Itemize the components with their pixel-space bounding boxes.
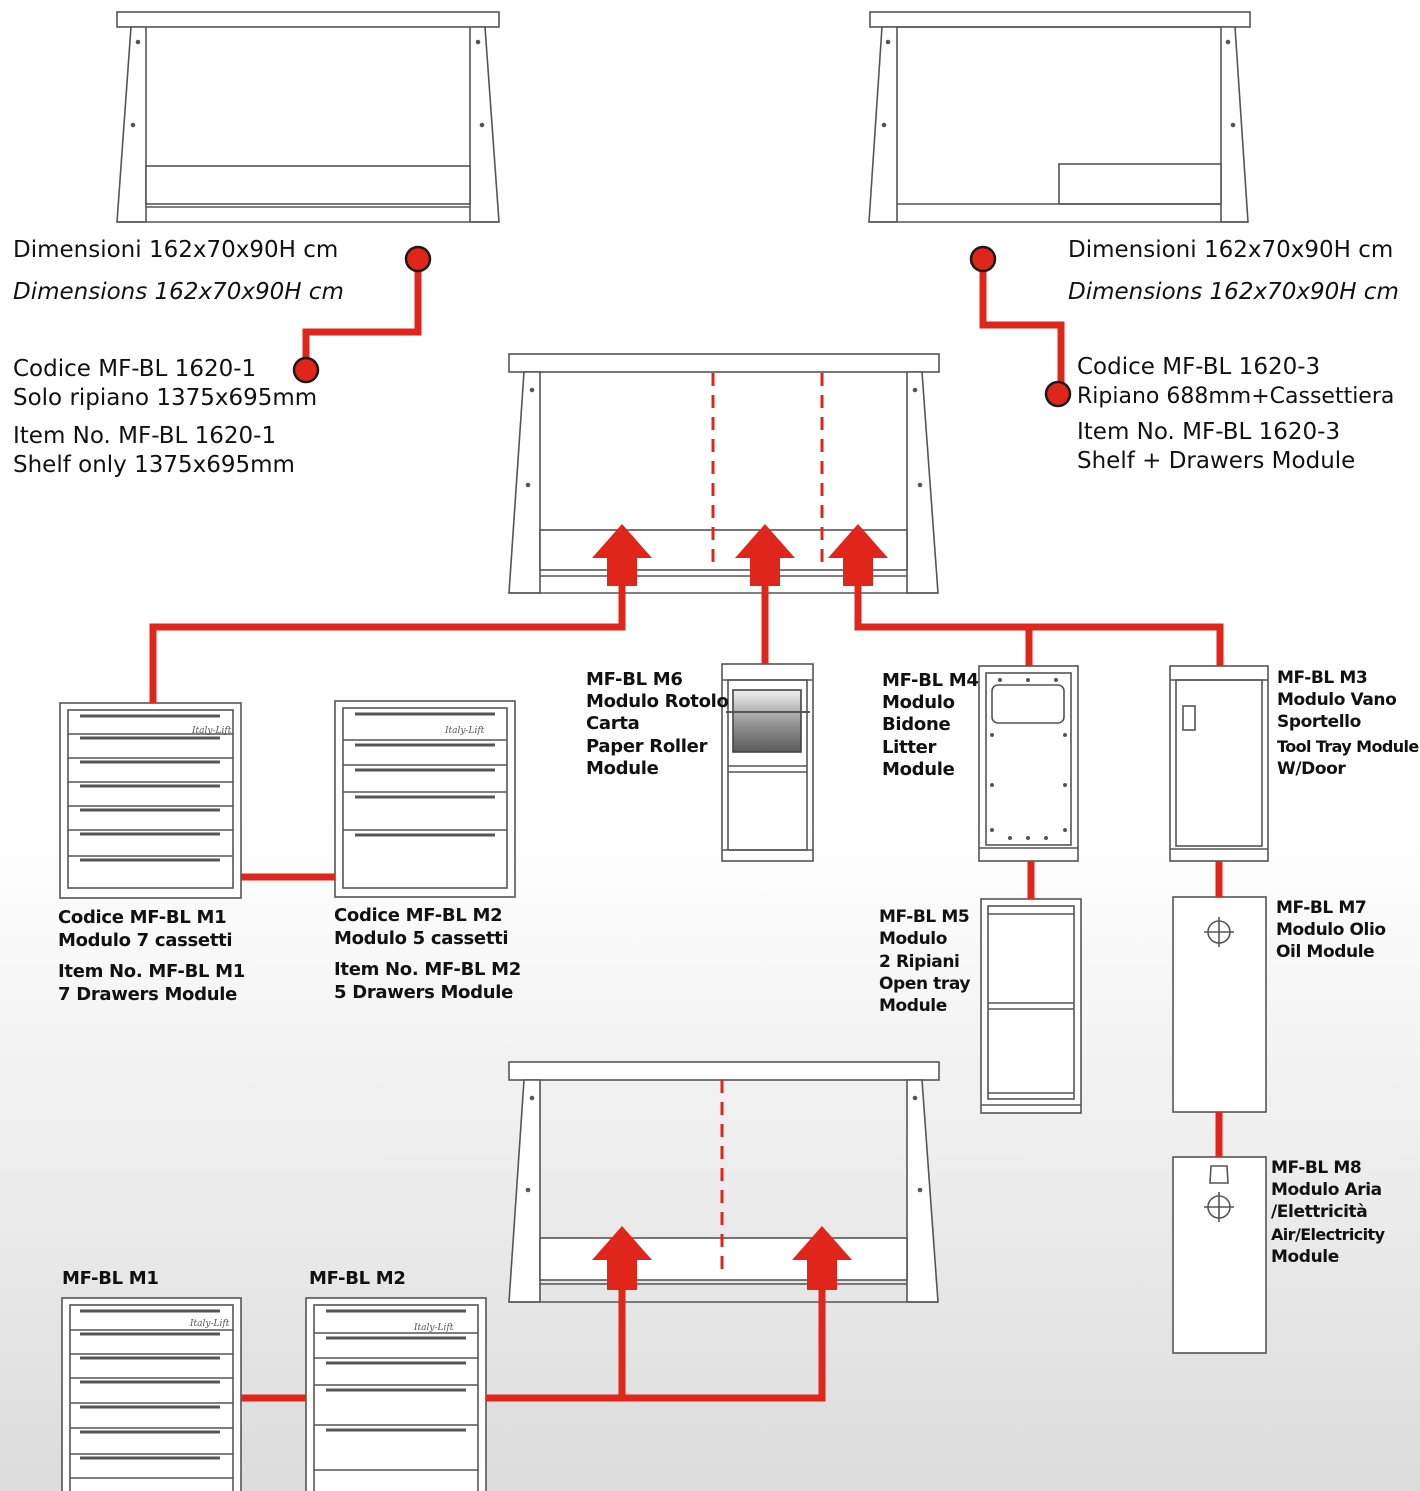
- left-code-en-1: Item No. MF-BL 1620-1: [13, 423, 277, 449]
- m5-line3: 2 Ripiani: [879, 952, 960, 972]
- connector-dots: [292, 245, 1072, 408]
- m1-item: Item No. MF-BL M1: [58, 961, 245, 982]
- m2-item: Item No. MF-BL M2: [334, 959, 521, 980]
- m4-line4: Litter: [882, 737, 937, 758]
- m2-code: Codice MF-BL M2: [334, 905, 503, 926]
- up-arrow-icon: [828, 524, 888, 586]
- module-m6-paper-roller: [721, 663, 814, 862]
- module-m3-tool-tray: [1169, 665, 1269, 862]
- m6-line5: Module: [586, 758, 659, 779]
- right-dimensions-it: Dimensioni 162x70x90H cm: [1068, 237, 1394, 263]
- bottom-m1-label: MF-BL M1: [62, 1268, 159, 1289]
- m7-code: MF-BL M7: [1276, 898, 1367, 918]
- module-m8-air-electricity: [1172, 1156, 1267, 1354]
- m8-line2: Modulo Aria: [1271, 1180, 1382, 1200]
- m1-desc-it: Modulo 7 cassetti: [58, 930, 233, 951]
- brand-mark: Italy-Lift: [444, 726, 485, 736]
- brand-marks: Italy-Lift Italy-Lift Italy-Lift Italy-L…: [189, 726, 485, 1333]
- m6-line3: Carta: [586, 713, 640, 734]
- m4-line3: Bidone: [882, 714, 951, 735]
- bottom-module-m2: [305, 1297, 487, 1491]
- m5-line5: Module: [879, 996, 947, 1016]
- m3-line3: Sportello: [1277, 712, 1361, 732]
- module-m2-5-drawers: [334, 700, 516, 898]
- m3-line2: Modulo Vano: [1277, 690, 1397, 710]
- right-code-en-2: Shelf + Drawers Module: [1077, 448, 1356, 474]
- arrows: [592, 524, 888, 1290]
- up-arrow-icon: [735, 524, 795, 586]
- brand-mark: Italy-Lift: [189, 1319, 230, 1329]
- m8-line3: /Elettricità: [1271, 1202, 1368, 1222]
- up-arrow-icon: [592, 524, 652, 586]
- bottom-module-m1: [61, 1297, 242, 1491]
- bench-top-right: [868, 11, 1251, 223]
- brand-mark: Italy-Lift: [413, 1323, 454, 1333]
- right-code-it-1: Codice MF-BL 1620-3: [1077, 354, 1321, 380]
- m5-line4: Open tray: [879, 974, 971, 994]
- m3-line4: Tool Tray Module: [1277, 737, 1419, 756]
- m2-desc-it: Modulo 5 cassetti: [334, 928, 509, 949]
- bench-bottom: [508, 1061, 940, 1303]
- dashed-dividers: [711, 373, 824, 1278]
- bench-top-left: [116, 11, 500, 223]
- left-code-it-2: Solo ripiano 1375x695mm: [13, 385, 318, 411]
- right-code-it-2: Ripiano 688mm+Cassettiera: [1077, 384, 1395, 409]
- m8-code: MF-BL M8: [1271, 1158, 1362, 1178]
- bottom-m2-label: MF-BL M2: [309, 1268, 406, 1289]
- left-dimensions-it: Dimensioni 162x70x90H cm: [13, 237, 339, 263]
- m6-code: MF-BL M6: [586, 669, 683, 690]
- m7-line2: Modulo Olio: [1276, 920, 1386, 940]
- m3-code: MF-BL M3: [1277, 668, 1368, 688]
- up-arrow-icon: [792, 1226, 852, 1290]
- module-m7-oil: [1172, 896, 1267, 1113]
- m4-line5: Module: [882, 759, 955, 780]
- module-m5-open-tray: [980, 898, 1082, 1114]
- m4-line2: Modulo: [882, 692, 955, 713]
- m5-code: MF-BL M5: [879, 907, 970, 927]
- m3-line5: W/Door: [1277, 759, 1346, 779]
- right-code-en-1: Item No. MF-BL 1620-3: [1077, 419, 1341, 445]
- m6-line4: Paper Roller: [586, 736, 708, 757]
- m8-line5: Module: [1271, 1247, 1339, 1267]
- m7-line3: Oil Module: [1276, 942, 1375, 962]
- brand-mark: Italy-Lift: [191, 726, 232, 736]
- module-m1-7-drawers: [59, 702, 242, 899]
- module-m4-litter-bin: [978, 665, 1079, 862]
- left-code-it-1: Codice MF-BL 1620-1: [13, 356, 257, 382]
- left-code-en-2: Shelf only 1375x695mm: [13, 452, 295, 478]
- m6-line2: Modulo Rotolo: [586, 691, 729, 712]
- m8-line4: Air/Electricity: [1271, 1225, 1385, 1244]
- red-connectors: [149, 262, 1224, 1402]
- right-dimensions-en: Dimensions 162x70x90H cm: [1068, 279, 1399, 305]
- m1-code: Codice MF-BL M1: [58, 907, 227, 928]
- m2-desc-en: 5 Drawers Module: [334, 982, 514, 1003]
- m1-desc-en: 7 Drawers Module: [58, 984, 238, 1005]
- m5-line2: Modulo: [879, 929, 947, 949]
- up-arrow-icon: [592, 1226, 652, 1290]
- m4-code: MF-BL M4: [882, 670, 979, 691]
- left-dimensions-en: Dimensions 162x70x90H cm: [13, 279, 344, 305]
